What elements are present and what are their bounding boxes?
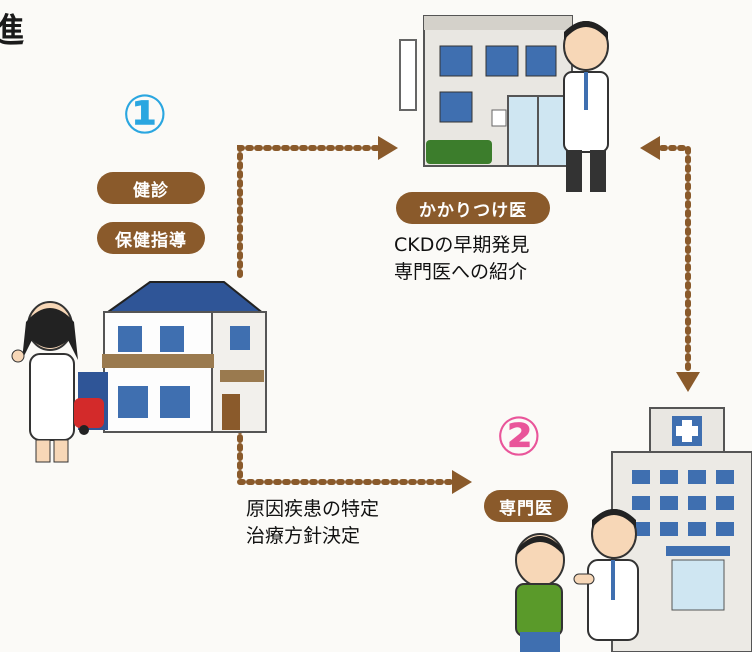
arrowhead-to-hospital: [676, 372, 700, 392]
step-1-number: ①: [122, 83, 168, 146]
step-2-number: ②: [496, 405, 542, 468]
patient-icon: [515, 533, 565, 652]
arrowhead-to-specialist: [452, 470, 472, 494]
clinic-role-2: 専門医への紹介: [394, 261, 528, 283]
arrowhead-to-clinic: [378, 136, 398, 160]
specialist-role-1: 原因疾患の特定: [246, 498, 380, 520]
connector-house-to-specialist: [237, 425, 455, 485]
specialist-doctor-icon: [573, 509, 639, 641]
checkup-label: 健診: [97, 172, 205, 204]
corner-title-fragment: 進: [0, 11, 24, 51]
clinic-role-1: CKDの早期発見: [394, 234, 530, 256]
family-doctor-label: かかりつけ医: [396, 192, 550, 224]
house-icon: [74, 281, 267, 435]
connector-house-to-clinic: [237, 145, 381, 278]
specialist-label: 専門医: [484, 490, 568, 522]
family-doctor-icon: [563, 21, 609, 192]
connector-clinic-hospital: [659, 145, 691, 375]
nurse-icon: [11, 301, 78, 463]
health-guidance-label: 保健指導: [97, 222, 205, 254]
specialist-role-2: 治療方針決定: [246, 525, 361, 547]
arrowhead-to-clinic-right: [640, 136, 660, 160]
clinic-building-icon: [399, 15, 573, 167]
